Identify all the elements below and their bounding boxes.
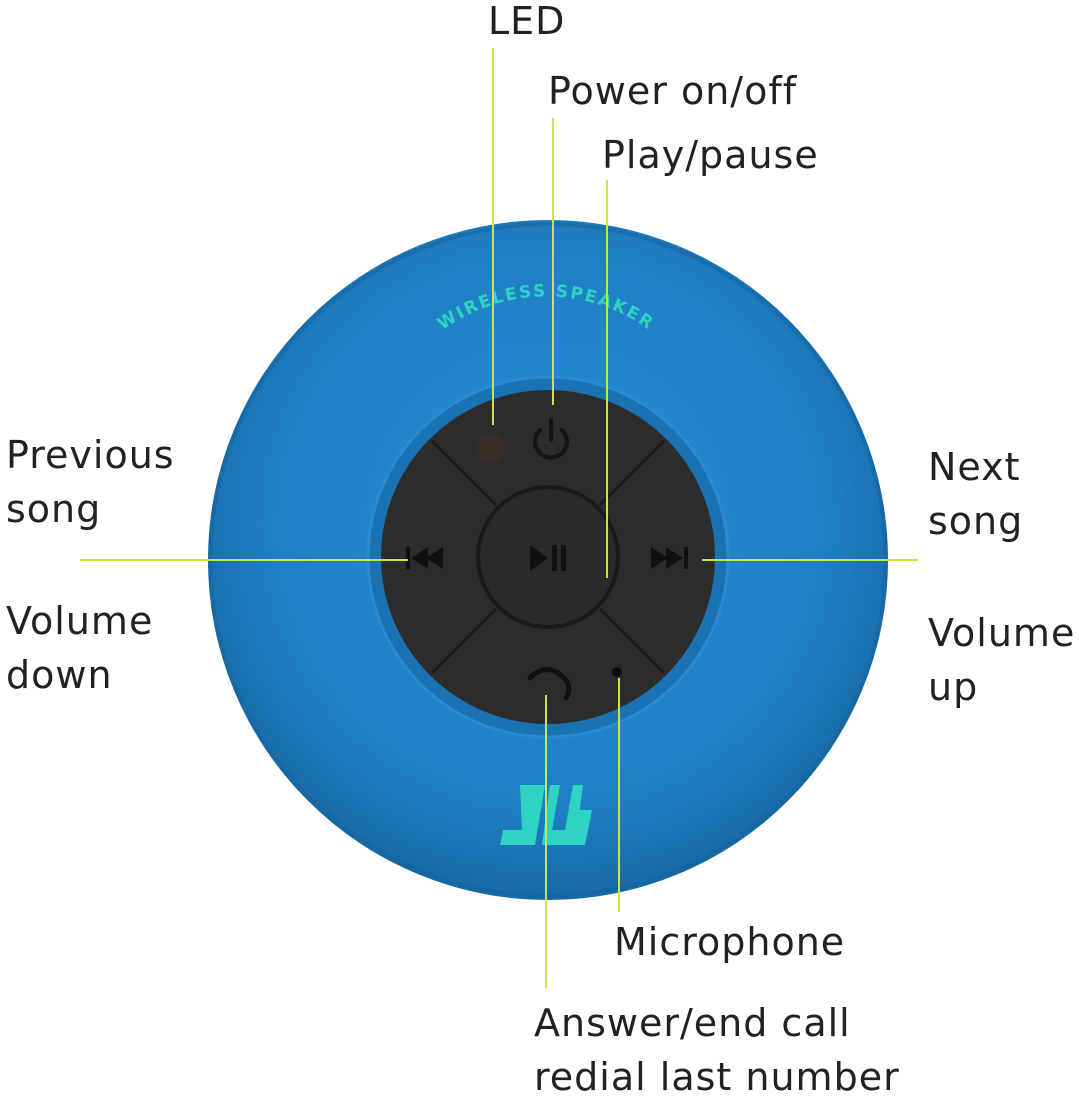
play-pause-icon — [530, 545, 566, 571]
label-answer-call: Answer/end call redial last number — [534, 1001, 900, 1099]
sbs-logo — [500, 785, 592, 845]
power-icon[interactable] — [533, 418, 569, 460]
next-track-icon[interactable] — [651, 547, 688, 569]
label-next-song: Next song — [928, 445, 1024, 543]
play-pause-button[interactable] — [476, 485, 620, 629]
label-volume-down: Volume down — [6, 599, 154, 697]
previous-track-icon[interactable] — [406, 547, 443, 569]
callout-lines — [80, 48, 918, 988]
pad-dividers — [430, 439, 666, 675]
label-microphone: Microphone — [614, 920, 846, 964]
led-indicator-icon — [476, 434, 504, 462]
label-led: LED — [488, 0, 566, 43]
label-power: Power on/off — [548, 69, 798, 113]
label-previous-song: Previous song — [6, 433, 175, 531]
label-play-pause: Play/pause — [602, 133, 819, 177]
phone-icon[interactable] — [527, 667, 572, 701]
microphone-icon — [612, 667, 622, 677]
label-volume-up: Volume up — [928, 611, 1076, 709]
